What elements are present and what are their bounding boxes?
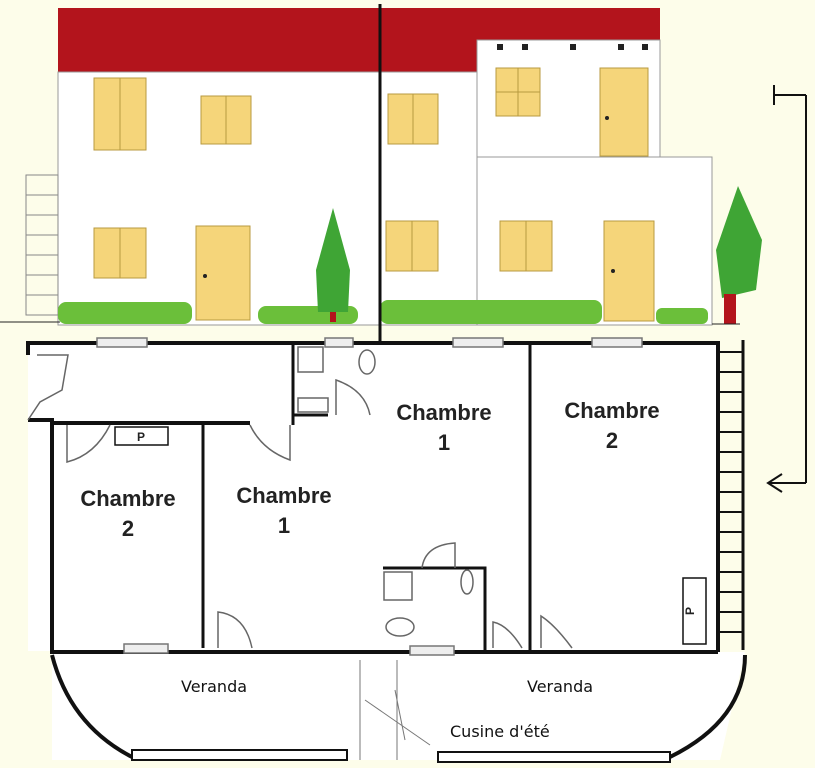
room-number: 2	[605, 428, 619, 453]
house-elevation	[0, 8, 762, 326]
room-name: Chambre	[564, 398, 660, 423]
room-name: Chambre	[236, 483, 332, 508]
tree-icon	[316, 208, 350, 312]
room-number: 2	[121, 516, 135, 541]
cupboard	[682, 577, 707, 645]
toilet-icon	[358, 349, 376, 375]
tree-icon	[716, 186, 762, 298]
plan-walls	[26, 337, 747, 763]
shower-icon	[383, 571, 413, 601]
room-label-right-chambre-1: Chambre 1	[364, 398, 524, 458]
room-name: Chambre	[396, 400, 492, 425]
arrow-icon	[766, 85, 807, 493]
room-label-right-chambre-2: Chambre 2	[532, 396, 692, 456]
cupboard	[114, 426, 169, 446]
veranda-left-label: Veranda	[181, 677, 248, 696]
room-number: 1	[277, 513, 291, 538]
sink-icon	[297, 397, 329, 413]
cupboard-mark: P	[683, 607, 697, 615]
sink-icon	[460, 569, 474, 595]
room-number: 1	[437, 430, 451, 455]
cupboard-mark: P	[137, 430, 145, 444]
door	[599, 67, 649, 157]
door	[195, 225, 251, 321]
room-label-left-chambre-1: Chambre 1	[204, 481, 364, 541]
toilet-icon	[385, 617, 415, 637]
summer-kitchen-label: Cusine d'été	[450, 722, 550, 741]
staircase	[718, 351, 743, 633]
room-name: Chambre	[80, 486, 176, 511]
room-label-left-chambre-2: Chambre 2	[48, 484, 208, 544]
veranda-right-label: Veranda	[527, 677, 594, 696]
shower-icon	[297, 346, 324, 373]
